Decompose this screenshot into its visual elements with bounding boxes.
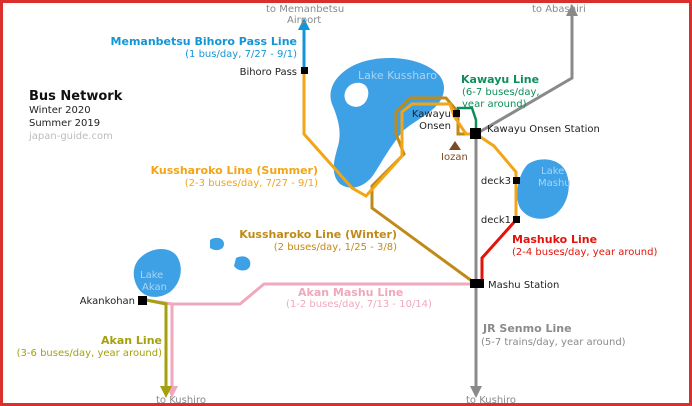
station-deck3 (513, 177, 520, 184)
line-jr-senmo-name: JR Senmo Line (482, 322, 572, 335)
jr-senmo-arrow-down (470, 386, 482, 398)
label-akankohan: Akankohan (80, 296, 135, 307)
station-akankohan (138, 296, 147, 305)
lake-kussharo-island (344, 82, 369, 107)
map-season-2: Summer 2019 (29, 118, 100, 129)
iozan-volcano-icon (449, 141, 461, 150)
map-title: Bus Network (29, 89, 123, 104)
dest-kushiro-right: to Kushiro (466, 395, 516, 406)
lake-mashu (517, 159, 569, 219)
lake-mashu-label-1: Lake (541, 166, 564, 177)
lake-akan-small-1 (210, 237, 224, 251)
akan-arrow-down (160, 386, 172, 398)
label-mashu-station: Mashu Station (488, 280, 559, 291)
lake-akan (133, 249, 181, 297)
line-jr-senmo-detail: (5-7 trains/day, year around) (481, 337, 626, 348)
label-deck1: deck1 (481, 215, 511, 226)
label-kawayu-onsen-1: Kawayu (412, 109, 451, 120)
line-kawayu-detail-1: (6-7 buses/day, (462, 87, 540, 98)
akan-mashu-line (170, 282, 476, 386)
kussharoko-summer-line (302, 70, 518, 220)
label-kawayu-onsen-station: Kawayu Onsen Station (487, 124, 600, 135)
dest-kushiro-left: to Kushiro (156, 395, 206, 406)
line-kussharoko-winter-detail: (2 buses/day, 1/25 - 3/8) (274, 242, 397, 253)
lake-akan-small-2 (234, 256, 251, 271)
map-season-1: Winter 2020 (29, 105, 91, 116)
mashuko-line (480, 218, 518, 284)
line-akan-name: Akan Line (101, 334, 162, 347)
line-bihoro-detail: (1 bus/day, 7/27 - 9/1) (185, 49, 297, 60)
station-kawayu-onsen (453, 110, 460, 117)
kawayu-line (456, 106, 478, 134)
jr-senmo-arrow-up (566, 4, 578, 16)
dest-memanbetsu-airport: Airport (287, 15, 321, 26)
label-bihoro-pass: Bihoro Pass (240, 67, 297, 78)
line-mashuko-detail: (2-4 buses/day, year around) (512, 247, 657, 258)
station-kawayu-onsen-station (470, 128, 481, 139)
line-mashuko-name: Mashuko Line (512, 233, 597, 246)
bihoro-arrow-up (298, 18, 310, 30)
station-deck1 (513, 216, 520, 223)
lake-kussharo-label: Lake Kussharo (358, 69, 437, 82)
dest-memanbetsu: to Memanbetsu (266, 4, 344, 15)
lake-akan-label-1: Lake (140, 270, 163, 281)
line-akan-detail: (3-6 buses/day, year around) (17, 348, 162, 359)
dest-abashiri: to Abashiri (532, 4, 586, 15)
lake-akan-label-2: Akan (142, 282, 167, 293)
line-akan-mashu-detail: (1-2 buses/day, 7/13 - 10/14) (286, 299, 432, 310)
line-kussharoko-summer-detail: (2-3 buses/day, 7/27 - 9/1) (185, 178, 318, 189)
label-kawayu-onsen-2: Onsen (419, 121, 451, 132)
line-kussharoko-winter-name: Kussharoko Line (Winter) (239, 228, 397, 241)
station-bihoro-pass (301, 67, 308, 74)
label-iozan: Iozan (441, 152, 468, 163)
akan-line (145, 298, 168, 386)
line-akan-mashu-name: Akan Mashu Line (298, 286, 403, 299)
map-credit: japan-guide.com (28, 131, 113, 142)
station-mashu (470, 279, 484, 288)
line-bihoro-name: Memanbetsu Bihoro Pass Line (111, 35, 297, 48)
lake-mashu-label-2: Mashu (538, 178, 571, 189)
label-deck3: deck3 (481, 176, 511, 187)
line-kussharoko-summer-name: Kussharoko Line (Summer) (151, 164, 318, 177)
jr-senmo-line (474, 14, 574, 386)
line-kawayu-name: Kawayu Line (461, 73, 539, 86)
line-kawayu-detail-2: year around) (462, 99, 527, 110)
